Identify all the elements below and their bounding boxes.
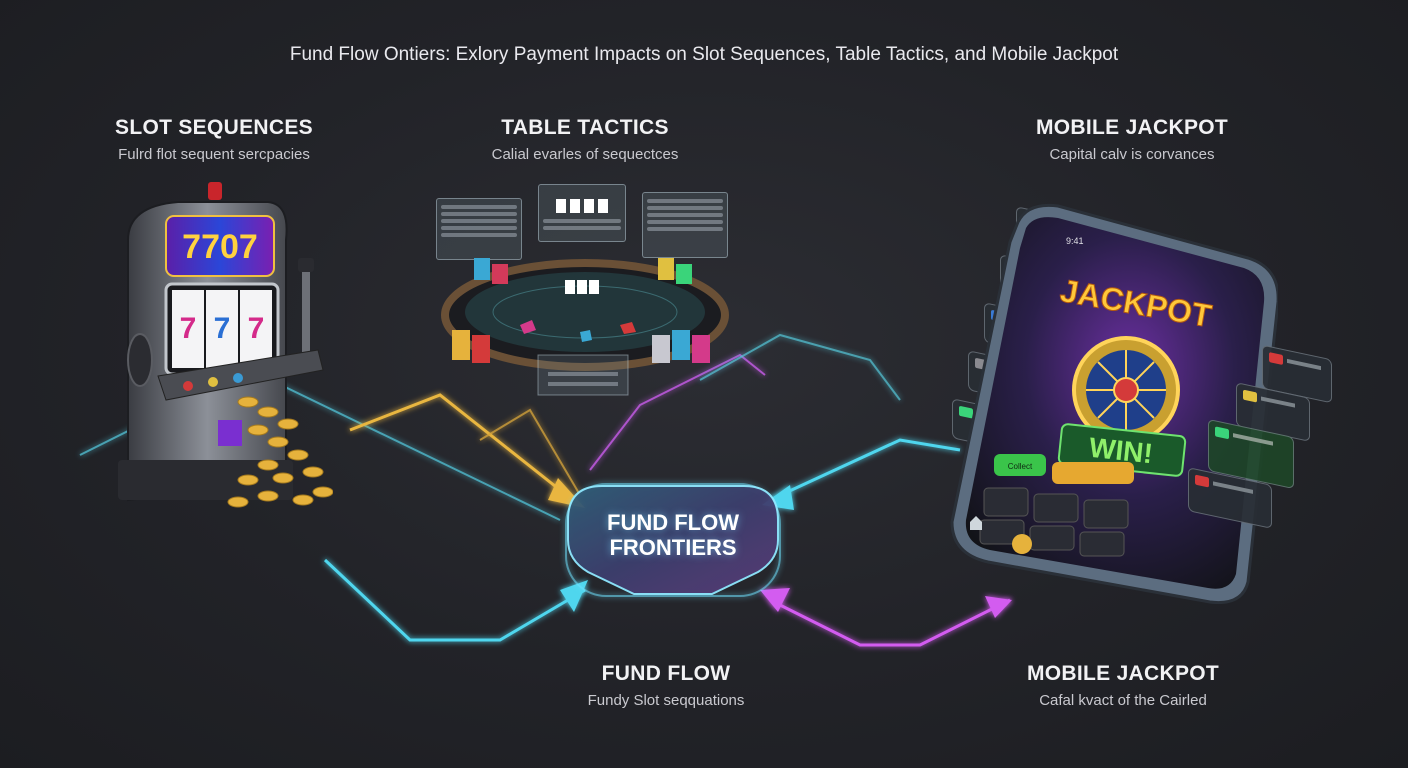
flow-line-slot-bottom [323, 558, 586, 642]
home-icon [970, 516, 982, 530]
section-slot-heading: SLOT SEQUENCES [115, 116, 313, 139]
section-mobile-subtitle: Capital calv is corvances [1049, 146, 1215, 163]
section-mobile-heading: MOBILE JACKPOT [1035, 116, 1229, 139]
section-mobile-bottom-heading: MOBILE JACKPOT [1026, 662, 1220, 685]
page-title: Fund Flow Ontiers: Exlory Payment Impact… [289, 44, 1119, 65]
slot-reel-3: 7 [248, 312, 265, 345]
wheel-icon [1113, 377, 1139, 403]
section-mobile-bottom: MOBILE JACKPOT Cafal kvact of the Cairle… [1010, 662, 1236, 709]
section-slot: SLOT SEQUENCES Fulrd flot sequent sercpa… [80, 116, 348, 163]
phone-collect-label: Collect [1008, 462, 1033, 471]
slot-marquee-text: 7707 [182, 228, 258, 266]
table-info-panel-center [538, 184, 626, 242]
section-table: TABLE TACTICS Calial evarles of sequectc… [440, 116, 730, 163]
poker-table-svg [441, 258, 729, 396]
section-mobile-bottom-subtitle: Cafal kvact of the Cairled [1039, 692, 1207, 709]
section-fund-flow-heading: FUND FLOW [601, 662, 731, 685]
poker-table-icon [430, 180, 740, 405]
section-table-heading: TABLE TACTICS [501, 116, 669, 139]
section-mobile: MOBILE JACKPOT Capital calv is corvances [1000, 116, 1264, 163]
section-fund-flow-subtitle: Fundy Slot seqquations [587, 692, 745, 709]
section-fund-flow: FUND FLOW Fundy Slot seqquations [556, 662, 776, 709]
flow-line-table-cyan [699, 333, 901, 401]
hub-label: FUND FLOW FRONTIERS [562, 510, 784, 560]
slot-reel-1: 7 [180, 312, 197, 345]
phone-time: 9:41 [1066, 236, 1084, 246]
flow-arrow-mobile-magenta-end [985, 596, 1012, 618]
section-slot-subtitle: Fulrd flot sequent sercpacies [118, 146, 310, 163]
section-table-subtitle: Calial evarles of sequectces [491, 146, 679, 163]
flow-arrow-mobile-magenta [760, 588, 790, 612]
flow-line-table-gold-1 [349, 393, 561, 492]
hub-label-line2: FRONTIERS [609, 535, 737, 560]
slot-machine-icon: 7707 7 7 7 [118, 180, 334, 510]
table-info-panel-right [642, 192, 728, 258]
flow-line-mobile-magenta [769, 598, 1011, 647]
hub-shape [567, 485, 779, 595]
flow-line-table-magenta [589, 353, 766, 471]
slot-reel-2: 7 [214, 312, 231, 345]
flow-line-table-gold-2 [479, 408, 581, 496]
fund-flow-frontiers-hub: FUND FLOW FRONTIERS [562, 480, 784, 600]
flow-line-mobile-cyan [769, 438, 961, 502]
smartphone-icon: 9:41 JACKPOT WIN! Collect [948, 202, 1280, 605]
hub-label-line1: FUND FLOW [607, 510, 739, 535]
